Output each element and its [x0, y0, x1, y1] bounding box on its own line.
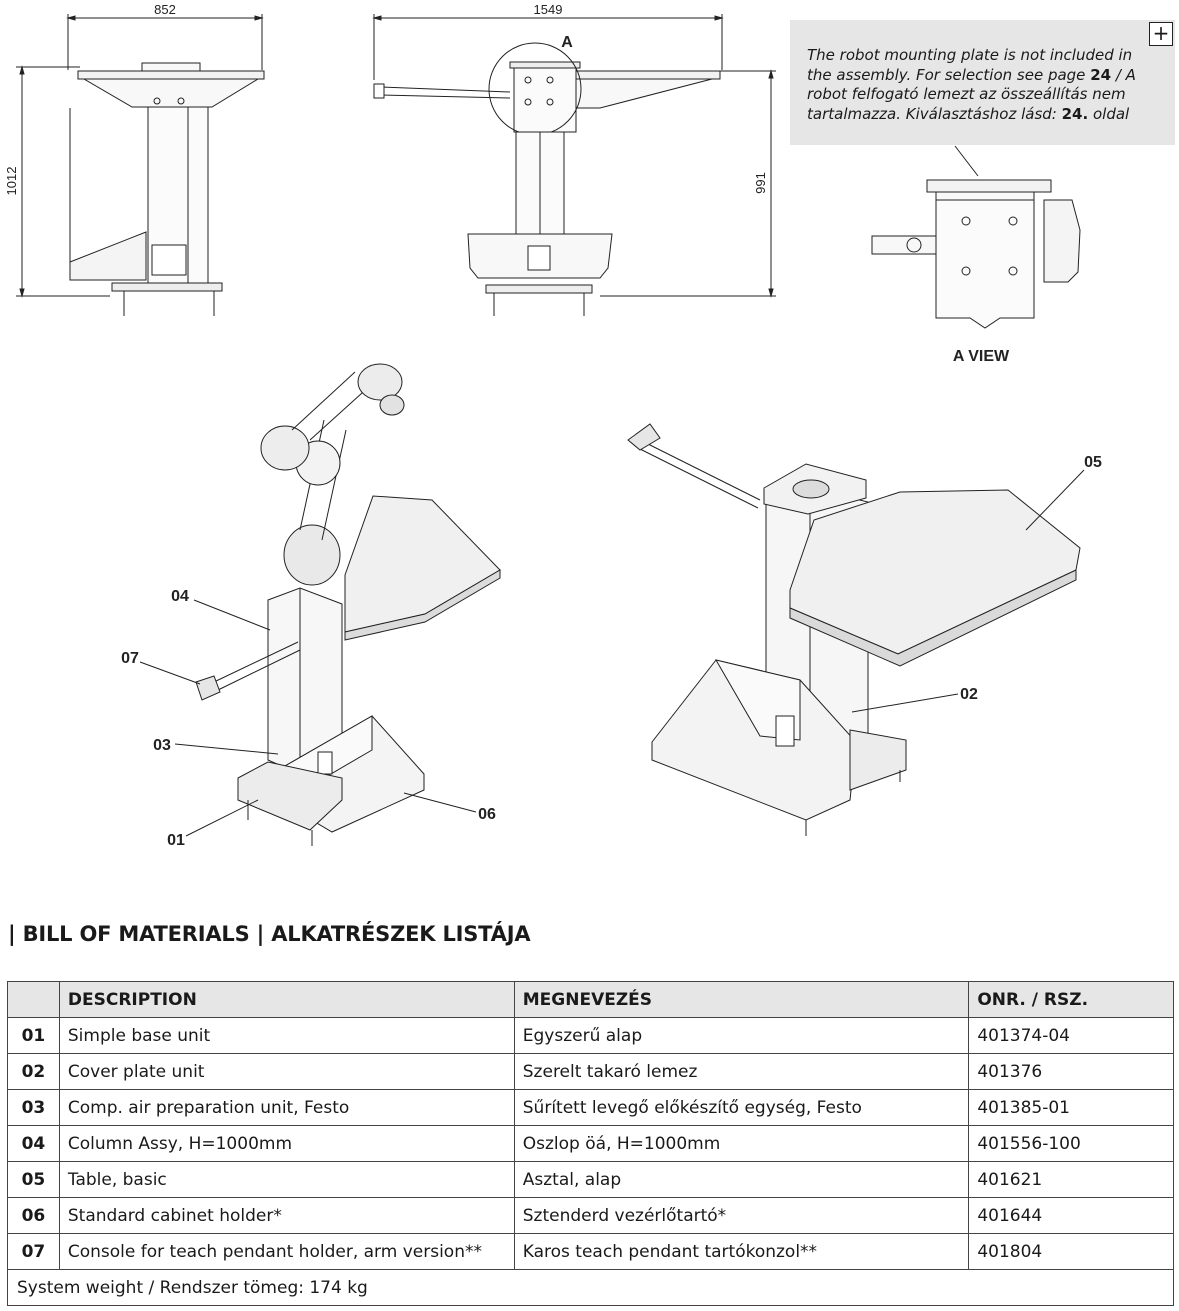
- row-description: Column Assy, H=1000mm: [58, 1125, 515, 1162]
- bom-footer-row: System weight / Rendszer tömeg: 174 kg: [7, 1269, 1174, 1306]
- row-megnevezes: Oszlop öá, H=1000mm: [513, 1125, 970, 1162]
- bom-heading: | BILL OF MATERIALS | ALKATRÉSZEK LISTÁJ…: [8, 922, 531, 946]
- row-number: 02: [7, 1053, 60, 1090]
- row-onr: 401804: [968, 1233, 1174, 1270]
- row-description: Cover plate unit: [58, 1053, 515, 1090]
- col-header-description: DESCRIPTION: [58, 981, 515, 1018]
- side-view: [16, 14, 265, 316]
- row-megnevezes: Asztal, alap: [513, 1161, 970, 1198]
- row-onr: 401621: [968, 1161, 1174, 1198]
- part-label-01: 01: [167, 832, 185, 849]
- expand-icon[interactable]: +: [1149, 22, 1173, 46]
- system-weight: System weight / Rendszer tömeg: 174 kg: [7, 1269, 1174, 1306]
- note-page-2: 24.: [1061, 104, 1089, 123]
- front-view: [372, 14, 776, 316]
- detail-a-view: [871, 145, 1081, 329]
- row-number: 05: [7, 1161, 60, 1198]
- detail-view-label: A VIEW: [953, 348, 1010, 365]
- row-megnevezes: Egyszerű alap: [513, 1017, 970, 1054]
- row-megnevezes: Sűrített levegő előkészítő egység, Festo: [513, 1089, 970, 1126]
- table-row: 06 Standard cabinet holder* Sztenderd ve…: [7, 1197, 1174, 1234]
- part-label-05: 05: [1084, 454, 1102, 471]
- row-description: Standard cabinet holder*: [58, 1197, 515, 1234]
- dim-height-total: 1012: [4, 167, 19, 196]
- row-megnevezes: Sztenderd vezérlőtartó*: [513, 1197, 970, 1234]
- row-megnevezes: Szerelt takaró lemez: [513, 1053, 970, 1090]
- table-row: 03 Comp. air preparation unit, Festo Sűr…: [7, 1089, 1174, 1126]
- row-number: 01: [7, 1017, 60, 1054]
- table-row: 05 Table, basic Asztal, alap 401621: [7, 1161, 1174, 1198]
- row-number: 03: [7, 1089, 60, 1126]
- part-label-06: 06: [478, 806, 496, 823]
- row-onr: 401644: [968, 1197, 1174, 1234]
- row-onr: 401556-100: [968, 1125, 1174, 1162]
- bom-header-row: DESCRIPTION MEGNEVEZÉS ONR. / RSZ.: [7, 981, 1174, 1018]
- note-text-2: / A robot felfogató lemezt az összeállít…: [807, 65, 1136, 123]
- row-number: 04: [7, 1125, 60, 1162]
- table-row: 04 Column Assy, H=1000mm Oszlop öá, H=10…: [7, 1125, 1174, 1162]
- row-megnevezes: Karos teach pendant tartókonzol**: [513, 1233, 970, 1270]
- row-number: 06: [7, 1197, 60, 1234]
- table-row: 07 Console for teach pendant holder, arm…: [7, 1233, 1174, 1270]
- note-text-1: The robot mounting plate is not included…: [807, 46, 1133, 84]
- isometric-with-robot: [139, 363, 501, 846]
- part-label-07: 07: [121, 650, 139, 667]
- row-description: Console for teach pendant holder, arm ve…: [58, 1233, 515, 1270]
- row-onr: 401376: [968, 1053, 1174, 1090]
- row-description: Table, basic: [58, 1161, 515, 1198]
- col-header-no: [7, 981, 60, 1018]
- part-label-03: 03: [153, 737, 171, 754]
- dim-width-front: 1549: [534, 2, 563, 17]
- row-description: Comp. air preparation unit, Festo: [58, 1089, 515, 1126]
- col-header-onr: ONR. / RSZ.: [968, 981, 1174, 1018]
- dim-height-table: 991: [753, 172, 768, 194]
- row-description: Simple base unit: [58, 1017, 515, 1054]
- detail-callout-a: A: [561, 34, 573, 51]
- row-onr: 401385-01: [968, 1089, 1174, 1126]
- note-page-1: 24: [1090, 65, 1112, 84]
- isometric-without-robot: [627, 423, 1085, 836]
- col-header-megnevezes: MEGNEVEZÉS: [513, 981, 970, 1018]
- technical-drawing: 852 1549 1012 991 A A VIEW 04 07 03 01 0…: [4, 2, 1102, 849]
- mounting-plate-note: + The robot mounting plate is not includ…: [790, 20, 1175, 145]
- part-label-02: 02: [960, 686, 978, 703]
- bom-table: DESCRIPTION MEGNEVEZÉS ONR. / RSZ. 01 Si…: [7, 981, 1174, 1306]
- part-label-04: 04: [171, 588, 189, 605]
- row-number: 07: [7, 1233, 60, 1270]
- table-row: 01 Simple base unit Egyszerű alap 401374…: [7, 1017, 1174, 1054]
- row-onr: 401374-04: [968, 1017, 1174, 1054]
- table-row: 02 Cover plate unit Szerelt takaró lemez…: [7, 1053, 1174, 1090]
- dim-width-side: 852: [154, 2, 176, 17]
- note-text-3: oldal: [1088, 104, 1130, 123]
